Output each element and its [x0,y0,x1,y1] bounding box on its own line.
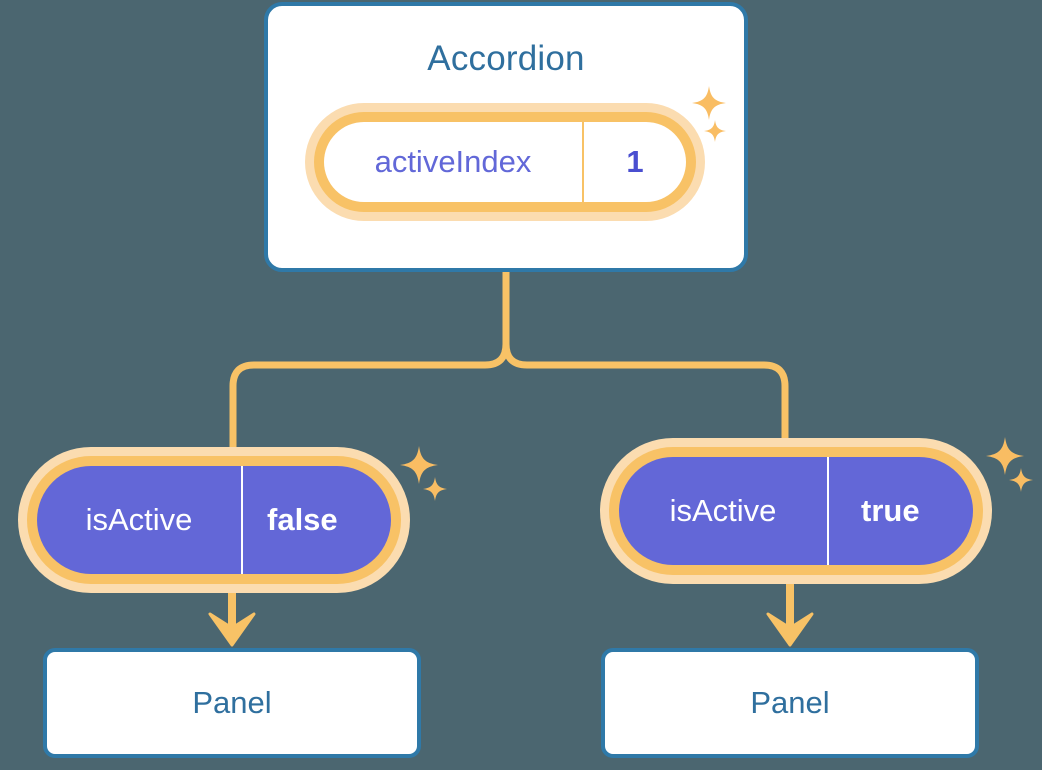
panel-card-right[interactable]: Panel [601,648,979,758]
badge-value-is-active-left: false [267,502,338,537]
accordion-title: Accordion [427,39,585,78]
badge-key-is-active-left: isActive [37,466,243,574]
panel-card-left[interactable]: Panel [43,648,421,758]
sparkle-icon [1009,468,1033,492]
badge-body: isActive false [37,466,391,574]
badge-value-is-active-right: true [861,493,920,528]
panel-title-right: Panel [750,685,830,720]
badge-value-active-index: 1 [582,122,686,202]
badge-key-is-active-right: isActive [619,457,829,565]
arrow-right-panel [766,580,814,647]
connector-root-split [229,268,789,459]
badge-body: activeIndex 1 [324,122,686,202]
badge-body: isActive true [619,457,973,565]
state-badge-is-active-right[interactable]: isActive true [600,438,992,584]
badge-key-active-index: activeIndex [374,144,532,179]
sparkle-icon [423,477,447,501]
state-badge-active-index[interactable]: activeIndex 1 [305,103,705,221]
panel-title-left: Panel [192,685,272,720]
state-badge-is-active-left[interactable]: isActive false [18,447,410,593]
arrow-left-panel [208,588,256,647]
